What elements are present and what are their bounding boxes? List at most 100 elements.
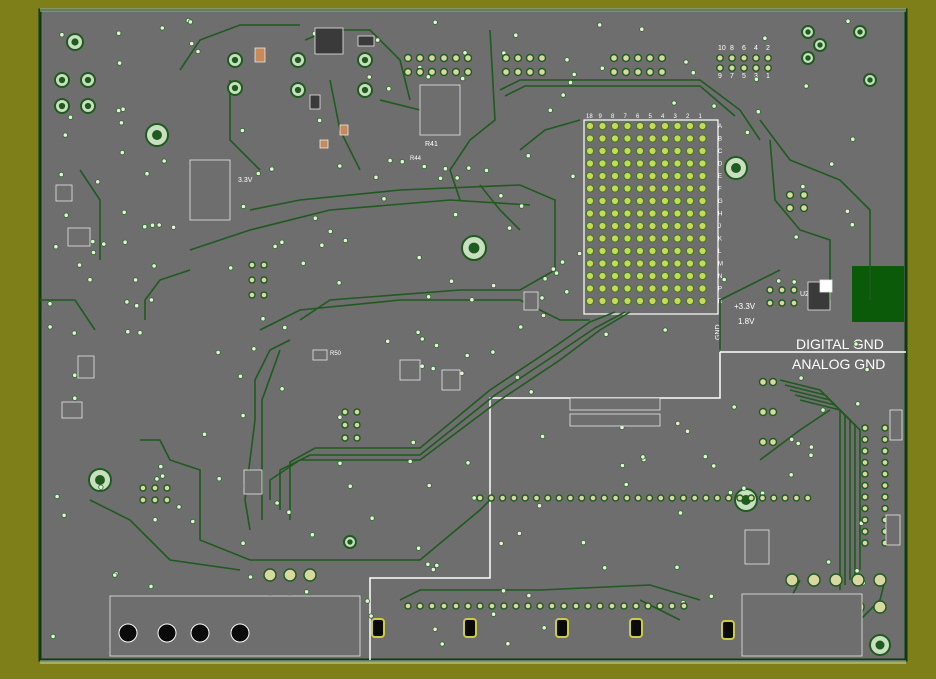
header-pin [645,494,654,502]
via [498,540,504,547]
header-pin [623,494,631,502]
via [337,163,343,169]
header-pin [768,437,778,447]
via [793,234,799,240]
header-pin [799,190,809,200]
via [95,179,101,185]
via [426,482,432,489]
bga-ball [623,234,632,243]
bga-ball [648,196,657,206]
header-pin [151,484,159,492]
pin-headers[interactable] [139,53,889,614]
header-pin [621,53,631,63]
via [72,395,78,401]
via [240,203,247,210]
bga-ball [698,184,707,193]
via [513,32,519,38]
header-pin [620,602,628,610]
bga-package[interactable] [585,121,707,306]
mounting-hole-drill [294,86,302,94]
via [161,158,167,164]
ic-footprint [312,349,328,361]
board-substrate [38,8,908,662]
pcb-trace [179,24,300,71]
via [490,611,497,617]
header-pin [163,496,171,504]
via [59,32,65,38]
via [721,276,727,283]
smd-components[interactable] [55,27,903,657]
bga-col-label: 2 [686,114,690,120]
mounting-hole-drill [231,84,239,92]
via [559,259,566,265]
header-pin [758,437,768,447]
via [490,282,497,289]
header-pin [713,494,721,502]
pcb-trace [229,80,261,171]
via [434,562,440,569]
header-pin [416,602,424,610]
header-pin [680,602,688,610]
resistor-array [569,397,661,411]
bga-ball [610,246,620,256]
header-pin [747,494,755,502]
via [154,476,160,482]
bga-ball [598,221,607,231]
bga-ball [623,209,632,218]
header-pin [476,494,484,502]
bga-ball [585,221,595,231]
pcb-trace [719,269,781,350]
header-pin [785,190,795,200]
header-pin [873,573,887,587]
via [788,472,794,478]
via [373,174,379,180]
mounting-hole-drill [805,55,811,61]
via [148,297,154,303]
bga-ball [685,209,695,218]
header-pin [621,67,631,77]
header-pin [501,67,511,77]
via [433,342,440,348]
via [282,324,288,331]
via [137,330,143,336]
via [117,60,123,66]
via [798,375,804,381]
ic-footprint [77,355,95,379]
header-pin [633,53,643,63]
header-pin [645,67,655,77]
via [399,159,405,165]
via [564,289,570,295]
edge-connectors[interactable] [118,618,735,643]
via [539,433,546,439]
bga-ball [598,284,607,293]
bga-ball [698,134,707,143]
bga-col-label: 9 [599,114,603,120]
header-pin [537,53,547,63]
header-pin [728,54,736,62]
mounting-hole-drill [867,77,873,83]
via [539,295,545,301]
bga-ball [698,234,707,243]
via [776,278,782,284]
via [151,263,157,269]
header-pin [881,481,889,490]
via [442,166,448,172]
via [674,564,680,570]
header-pin [341,408,349,416]
bga-ball [673,296,682,306]
header-pin [532,494,541,502]
bga-ball [610,221,620,231]
bga-row-label: P [718,287,722,293]
bga-row-label: H [718,212,722,218]
via [702,453,708,460]
header-pin [248,276,256,284]
header-pin [740,54,748,62]
mounting-hole-drill [347,539,353,545]
via [514,374,521,380]
header-pin [799,203,809,213]
via [469,297,475,303]
header-pin [736,494,744,502]
